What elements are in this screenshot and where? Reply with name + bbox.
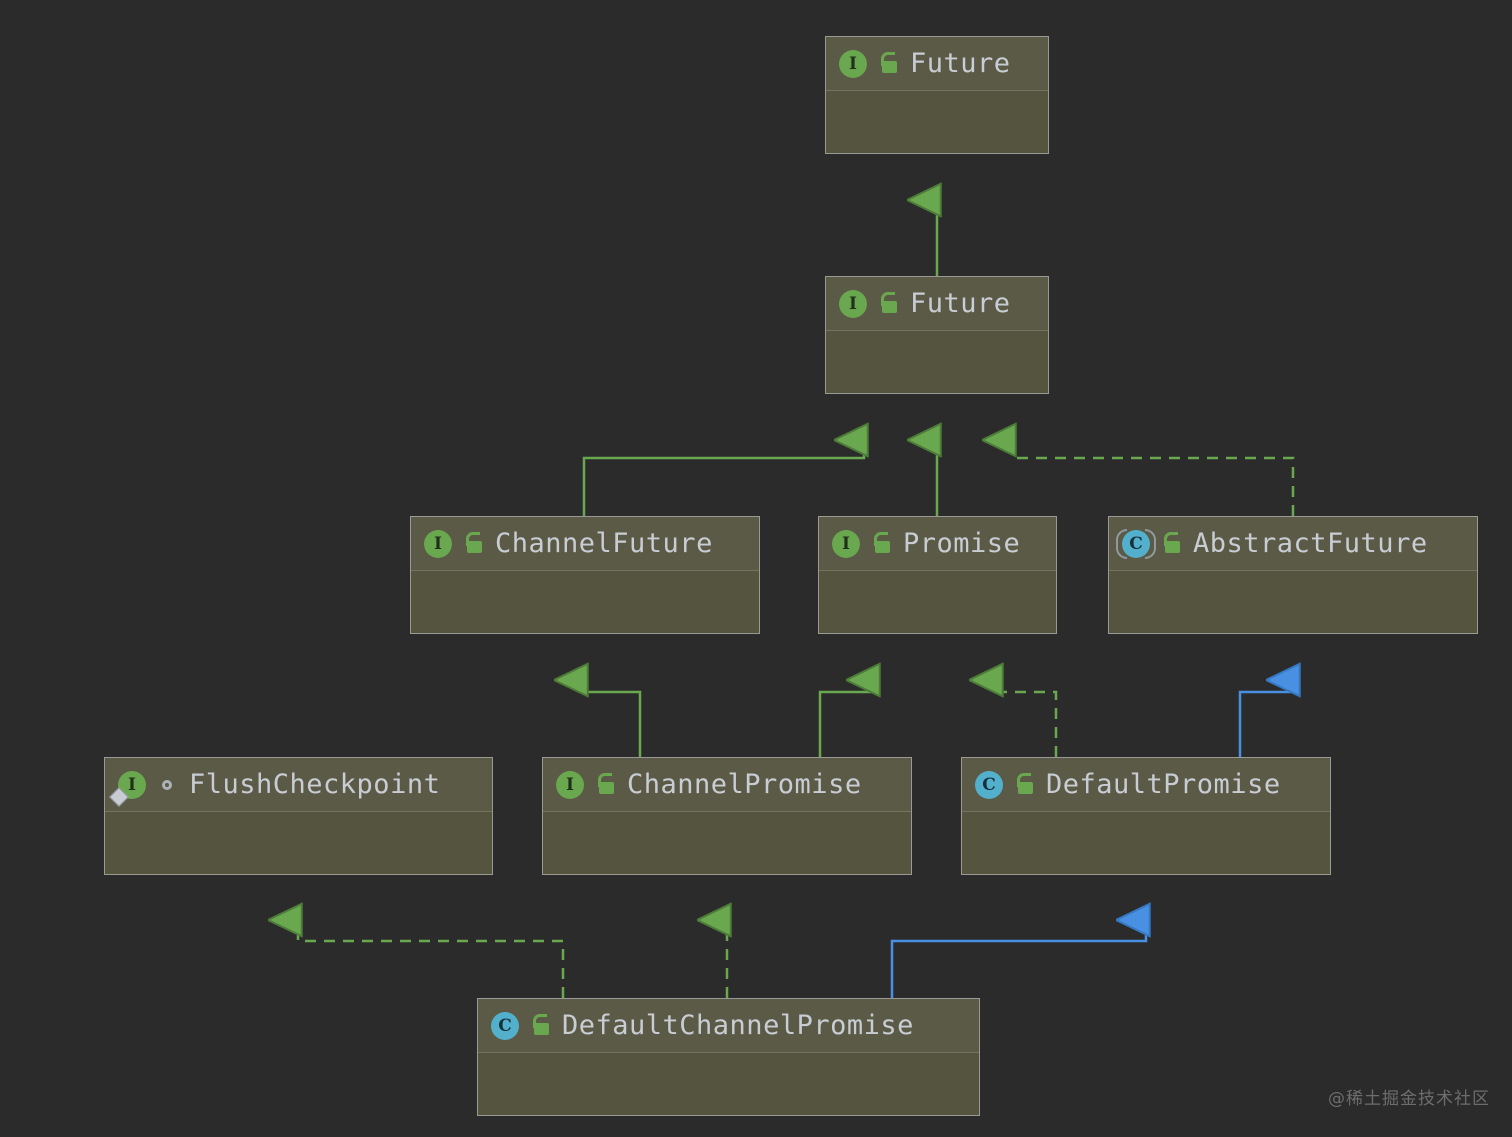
abstract-class-icon: C	[1116, 528, 1156, 559]
interface-icon: I	[831, 529, 861, 559]
node-title: ChannelPromise	[627, 769, 862, 800]
class-node-channel-future[interactable]: I ChannelFuture	[410, 516, 760, 634]
node-members-compartment	[411, 571, 759, 633]
class-node-promise[interactable]: I Promise	[818, 516, 1057, 634]
class-icon: C	[974, 770, 1004, 800]
node-header: I FlushCheckpoint	[105, 758, 492, 812]
node-title: Promise	[903, 528, 1021, 559]
node-title: Future	[910, 288, 1011, 319]
node-members-compartment	[819, 571, 1056, 633]
class-node-flush-checkpoint[interactable]: I FlushCheckpoint	[104, 757, 493, 875]
interface-icon: I	[838, 289, 868, 319]
node-title: DefaultPromise	[1046, 769, 1281, 800]
node-header: I ChannelFuture	[411, 517, 759, 571]
node-members-compartment	[105, 812, 492, 874]
package-private-ring-icon	[157, 773, 179, 797]
class-node-future-mid[interactable]: I Future	[825, 276, 1049, 394]
class-node-future-top[interactable]: I Future	[825, 36, 1049, 154]
open-padlock-icon	[595, 772, 617, 797]
node-header: C AbstractFuture	[1109, 517, 1477, 571]
node-header: I Promise	[819, 517, 1056, 571]
edge-defaultchannelpromise-to-flushcheckpoint	[298, 920, 565, 998]
open-padlock-icon	[1014, 772, 1036, 797]
open-padlock-icon	[530, 1013, 552, 1038]
class-node-default-promise[interactable]: C DefaultPromise	[961, 757, 1331, 875]
node-members-compartment	[826, 331, 1048, 393]
node-title: ChannelFuture	[495, 528, 713, 559]
node-header: I Future	[826, 37, 1048, 91]
open-padlock-icon	[1161, 531, 1183, 556]
class-node-default-channel-promise[interactable]: C DefaultChannelPromise	[477, 998, 980, 1116]
edge-abstractfuture-to-future	[1012, 440, 1295, 516]
node-members-compartment	[1109, 571, 1477, 633]
node-members-compartment	[962, 812, 1330, 874]
class-node-channel-promise[interactable]: I ChannelPromise	[542, 757, 912, 875]
open-padlock-icon	[871, 531, 893, 556]
watermark-label: @稀土掘金技术社区	[1328, 1089, 1490, 1109]
interface-icon: I	[838, 49, 868, 79]
node-header: I Future	[826, 277, 1048, 331]
edge-defaultpromise-to-promise	[999, 680, 1058, 757]
edge-channelfuture-to-future	[582, 440, 864, 516]
node-title: FlushCheckpoint	[189, 769, 441, 800]
interface-icon: I	[555, 770, 585, 800]
node-title: Future	[910, 48, 1011, 79]
node-header: C DefaultPromise	[962, 758, 1330, 812]
node-header: I ChannelPromise	[543, 758, 911, 812]
edge-defaultchannelpromise-to-defaultpromise	[890, 920, 1146, 998]
node-title: DefaultChannelPromise	[562, 1010, 914, 1041]
node-header: C DefaultChannelPromise	[478, 999, 979, 1053]
node-members-compartment	[543, 812, 911, 874]
class-icon: C	[490, 1011, 520, 1041]
open-padlock-icon	[878, 51, 900, 76]
edge-channelpromise-to-channelfuture	[584, 680, 642, 757]
edge-channelpromise-to-promise	[818, 680, 876, 757]
interface-icon: I	[423, 529, 453, 559]
edge-defaultpromise-to-abstractfuture	[1238, 680, 1296, 757]
node-title: AbstractFuture	[1193, 528, 1428, 559]
class-node-abstract-future[interactable]: C AbstractFuture	[1108, 516, 1478, 634]
open-padlock-icon	[463, 531, 485, 556]
node-members-compartment	[478, 1053, 979, 1115]
node-members-compartment	[826, 91, 1048, 153]
open-padlock-icon	[878, 291, 900, 316]
interface-icon: I	[109, 770, 147, 807]
